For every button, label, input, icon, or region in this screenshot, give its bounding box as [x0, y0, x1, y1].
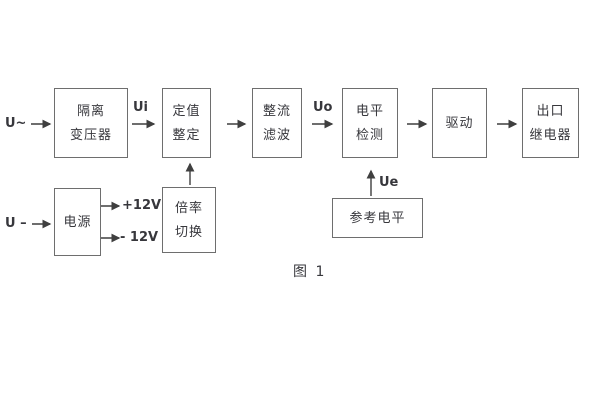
block-isolation-transformer: 隔离 变压器	[54, 88, 128, 158]
block-label: 隔离	[76, 103, 105, 119]
block-label: 倍率	[174, 200, 203, 216]
block-label: 继电器	[529, 127, 572, 143]
label-plus-12v: +12V	[122, 198, 162, 213]
block-label: 切换	[174, 224, 203, 240]
label-minus-12v: - 12V	[120, 230, 159, 245]
label-ue: Ue	[379, 175, 399, 190]
label-dc-input: U –	[5, 216, 27, 231]
block-label: 滤波	[262, 127, 291, 143]
block-setting-adjust: 定值 整定	[162, 88, 211, 158]
block-label: 出口	[536, 103, 565, 119]
block-label: 检测	[355, 127, 384, 143]
block-label: 整定	[172, 127, 201, 143]
block-output-relay: 出口 继电器	[522, 88, 579, 158]
block-level-detect: 电平 检测	[342, 88, 398, 158]
block-label: 变压器	[69, 127, 112, 143]
label-ac-input: U~	[5, 116, 27, 131]
block-rectifier-filter: 整流 滤波	[252, 88, 302, 158]
block-ratio-switch: 倍率 切换	[162, 187, 216, 253]
block-label: 电平	[355, 103, 384, 119]
block-reference-level: 参考电平	[332, 198, 423, 238]
label-ui: Ui	[133, 100, 149, 115]
block-label: 整流	[262, 103, 291, 119]
block-power-supply: 电源	[54, 188, 101, 256]
block-label: 驱动	[445, 115, 474, 131]
label-uo: Uo	[313, 100, 333, 115]
block-driver: 驱动	[432, 88, 487, 158]
block-label: 参考电平	[349, 210, 406, 226]
block-label: 电源	[63, 214, 92, 230]
block-label: 定值	[172, 103, 201, 119]
figure-caption: 图 1	[293, 264, 327, 280]
